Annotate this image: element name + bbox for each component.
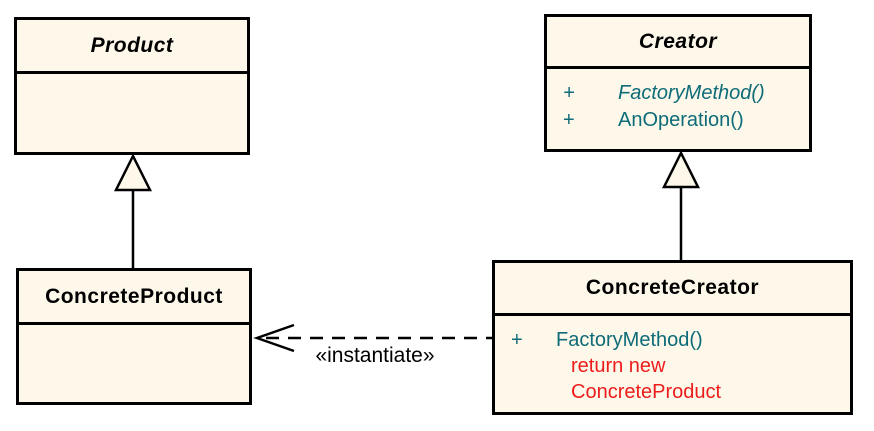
class-box-product: Product <box>14 17 250 155</box>
class-title-creator: Creator <box>547 17 809 69</box>
visibility-marker: + <box>563 82 575 104</box>
generalization-triangle-product-icon <box>113 153 153 192</box>
class-title-product: Product <box>17 20 247 74</box>
visibility-marker: + <box>511 329 523 351</box>
method-note-line: ConcreteProduct <box>571 381 722 403</box>
class-box-creator: Creator + FactoryMethod() + AnOperation(… <box>544 14 812 152</box>
class-body-concrete-creator: + FactoryMethod() return new ConcretePro… <box>495 316 850 405</box>
generalization-triangle-creator-icon <box>661 150 701 189</box>
class-title-concrete-product: ConcreteProduct <box>19 271 249 325</box>
class-box-concrete-product: ConcreteProduct <box>16 268 252 405</box>
method-anoperation: + AnOperation() <box>547 107 809 134</box>
method-note-line: return new <box>571 355 666 377</box>
class-body-creator: + FactoryMethod() + AnOperation() <box>547 69 809 134</box>
method-factorymethod-abstract: + FactoryMethod() <box>547 80 809 107</box>
visibility-marker: + <box>563 109 575 131</box>
class-title-concrete-creator: ConcreteCreator <box>495 263 850 316</box>
method-name: AnOperation() <box>618 109 744 131</box>
instantiate-arrowhead-icon <box>253 323 295 353</box>
instantiate-label: «instantiate» <box>315 344 435 367</box>
method-name: FactoryMethod() <box>556 329 703 351</box>
method-factorymethod-concrete: + FactoryMethod() <box>495 327 850 353</box>
method-name: FactoryMethod() <box>618 82 765 104</box>
class-box-concrete-creator: ConcreteCreator + FactoryMethod() return… <box>492 260 853 415</box>
